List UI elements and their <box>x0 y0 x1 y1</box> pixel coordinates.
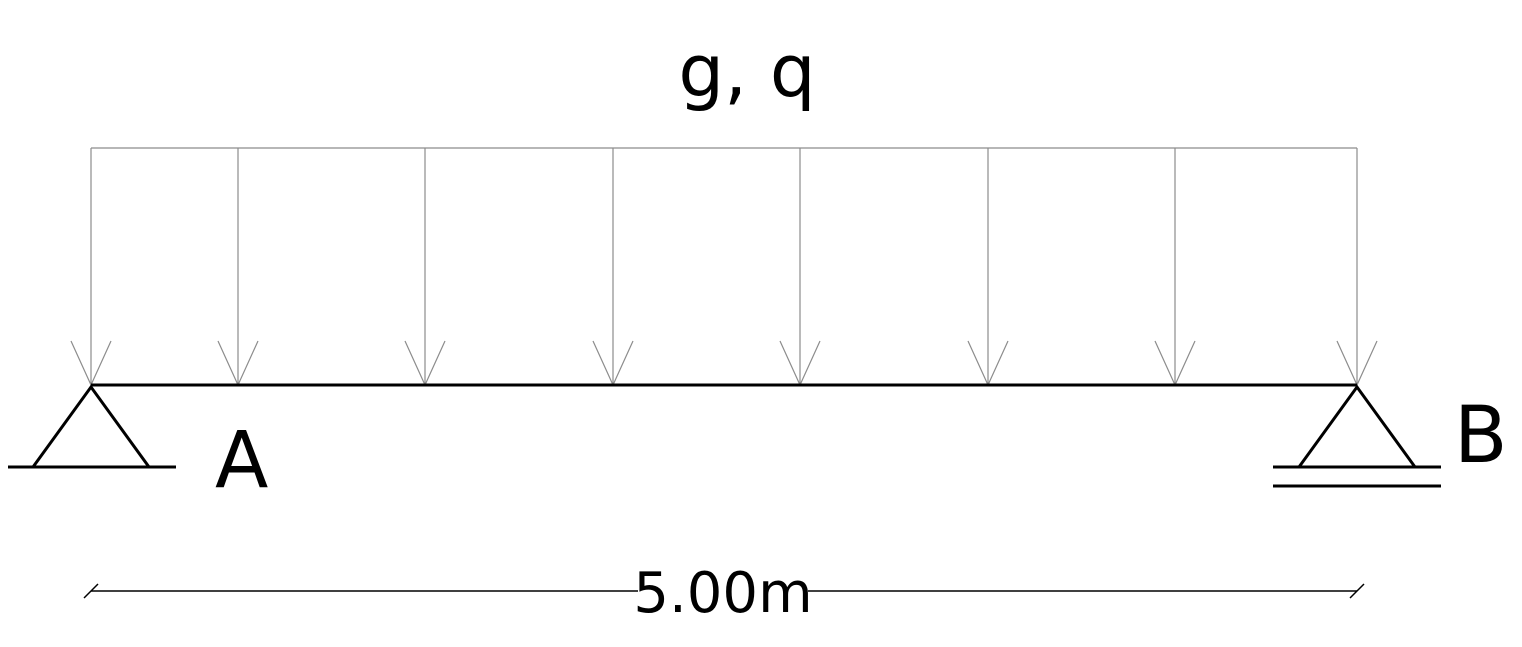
span-dimension <box>83 583 1365 599</box>
support-a-triangle <box>31 384 151 468</box>
load-label: g, q <box>678 29 815 113</box>
load-arrow <box>592 148 634 387</box>
support-b-triangle <box>1297 384 1417 468</box>
distributed-load <box>70 147 1378 387</box>
load-arrows <box>70 148 1378 387</box>
span-label: 5.00m <box>633 561 812 626</box>
load-arrow <box>1336 148 1378 387</box>
dimension-tick-right <box>1349 583 1365 599</box>
support-b <box>1273 384 1441 488</box>
load-arrow <box>404 148 446 387</box>
load-arrow <box>967 148 1009 387</box>
support-b-label: B <box>1454 391 1508 481</box>
load-arrow <box>70 148 112 387</box>
support-a-label: A <box>215 416 268 506</box>
load-arrow <box>779 148 821 387</box>
support-a <box>8 384 176 469</box>
load-arrow <box>217 148 259 387</box>
load-arrow <box>1154 148 1196 387</box>
dimension-tick-left <box>83 583 99 599</box>
